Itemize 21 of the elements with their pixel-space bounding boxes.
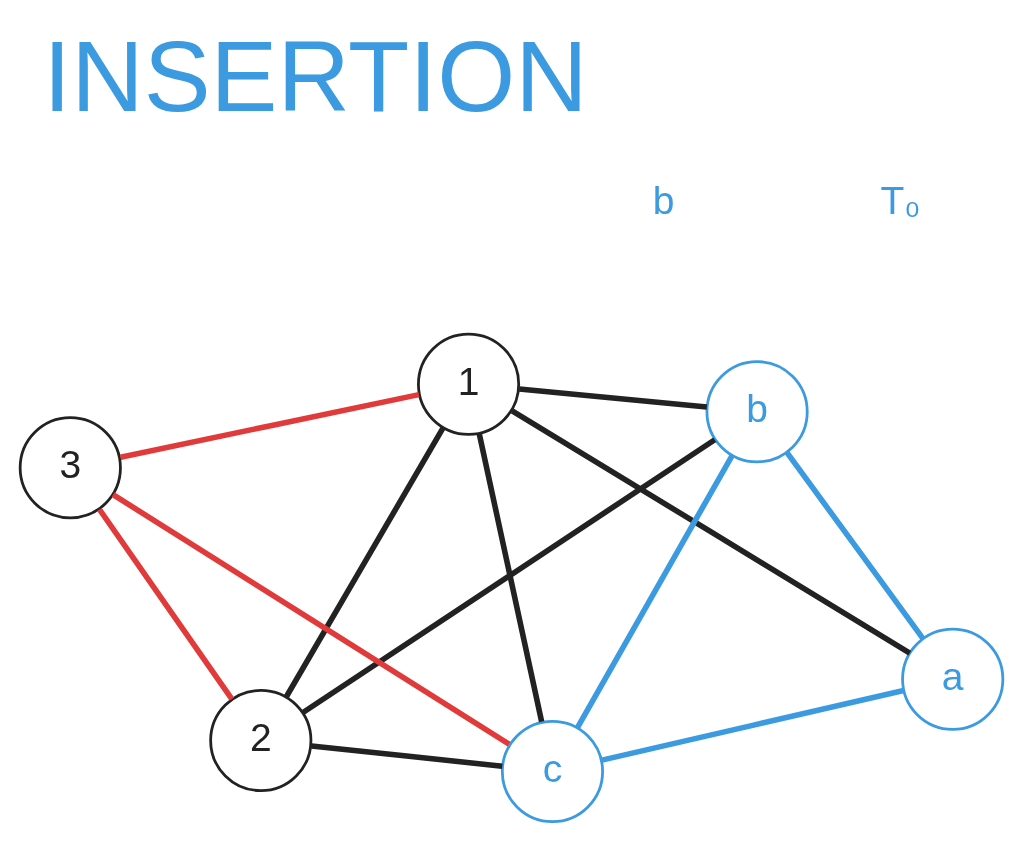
connector xyxy=(600,687,904,763)
node-circle: a xyxy=(900,627,1004,731)
connector xyxy=(574,454,734,729)
connector xyxy=(300,437,716,715)
connector xyxy=(111,492,511,747)
label: b xyxy=(652,178,675,222)
node-circle: 1 xyxy=(416,332,520,436)
node-circle: 2 xyxy=(208,688,312,793)
diagram-title: INSERTION xyxy=(42,19,588,132)
label: T₀ xyxy=(879,178,921,222)
connector xyxy=(475,432,544,723)
connector xyxy=(784,451,925,641)
connector xyxy=(518,386,707,410)
connector xyxy=(119,391,419,460)
node-circle: 3 xyxy=(18,416,122,520)
node-circle: b xyxy=(705,360,809,464)
node-circle: c xyxy=(500,720,604,824)
connector xyxy=(310,743,502,769)
connector xyxy=(96,507,234,701)
connector xyxy=(283,426,445,698)
connector xyxy=(510,408,911,656)
